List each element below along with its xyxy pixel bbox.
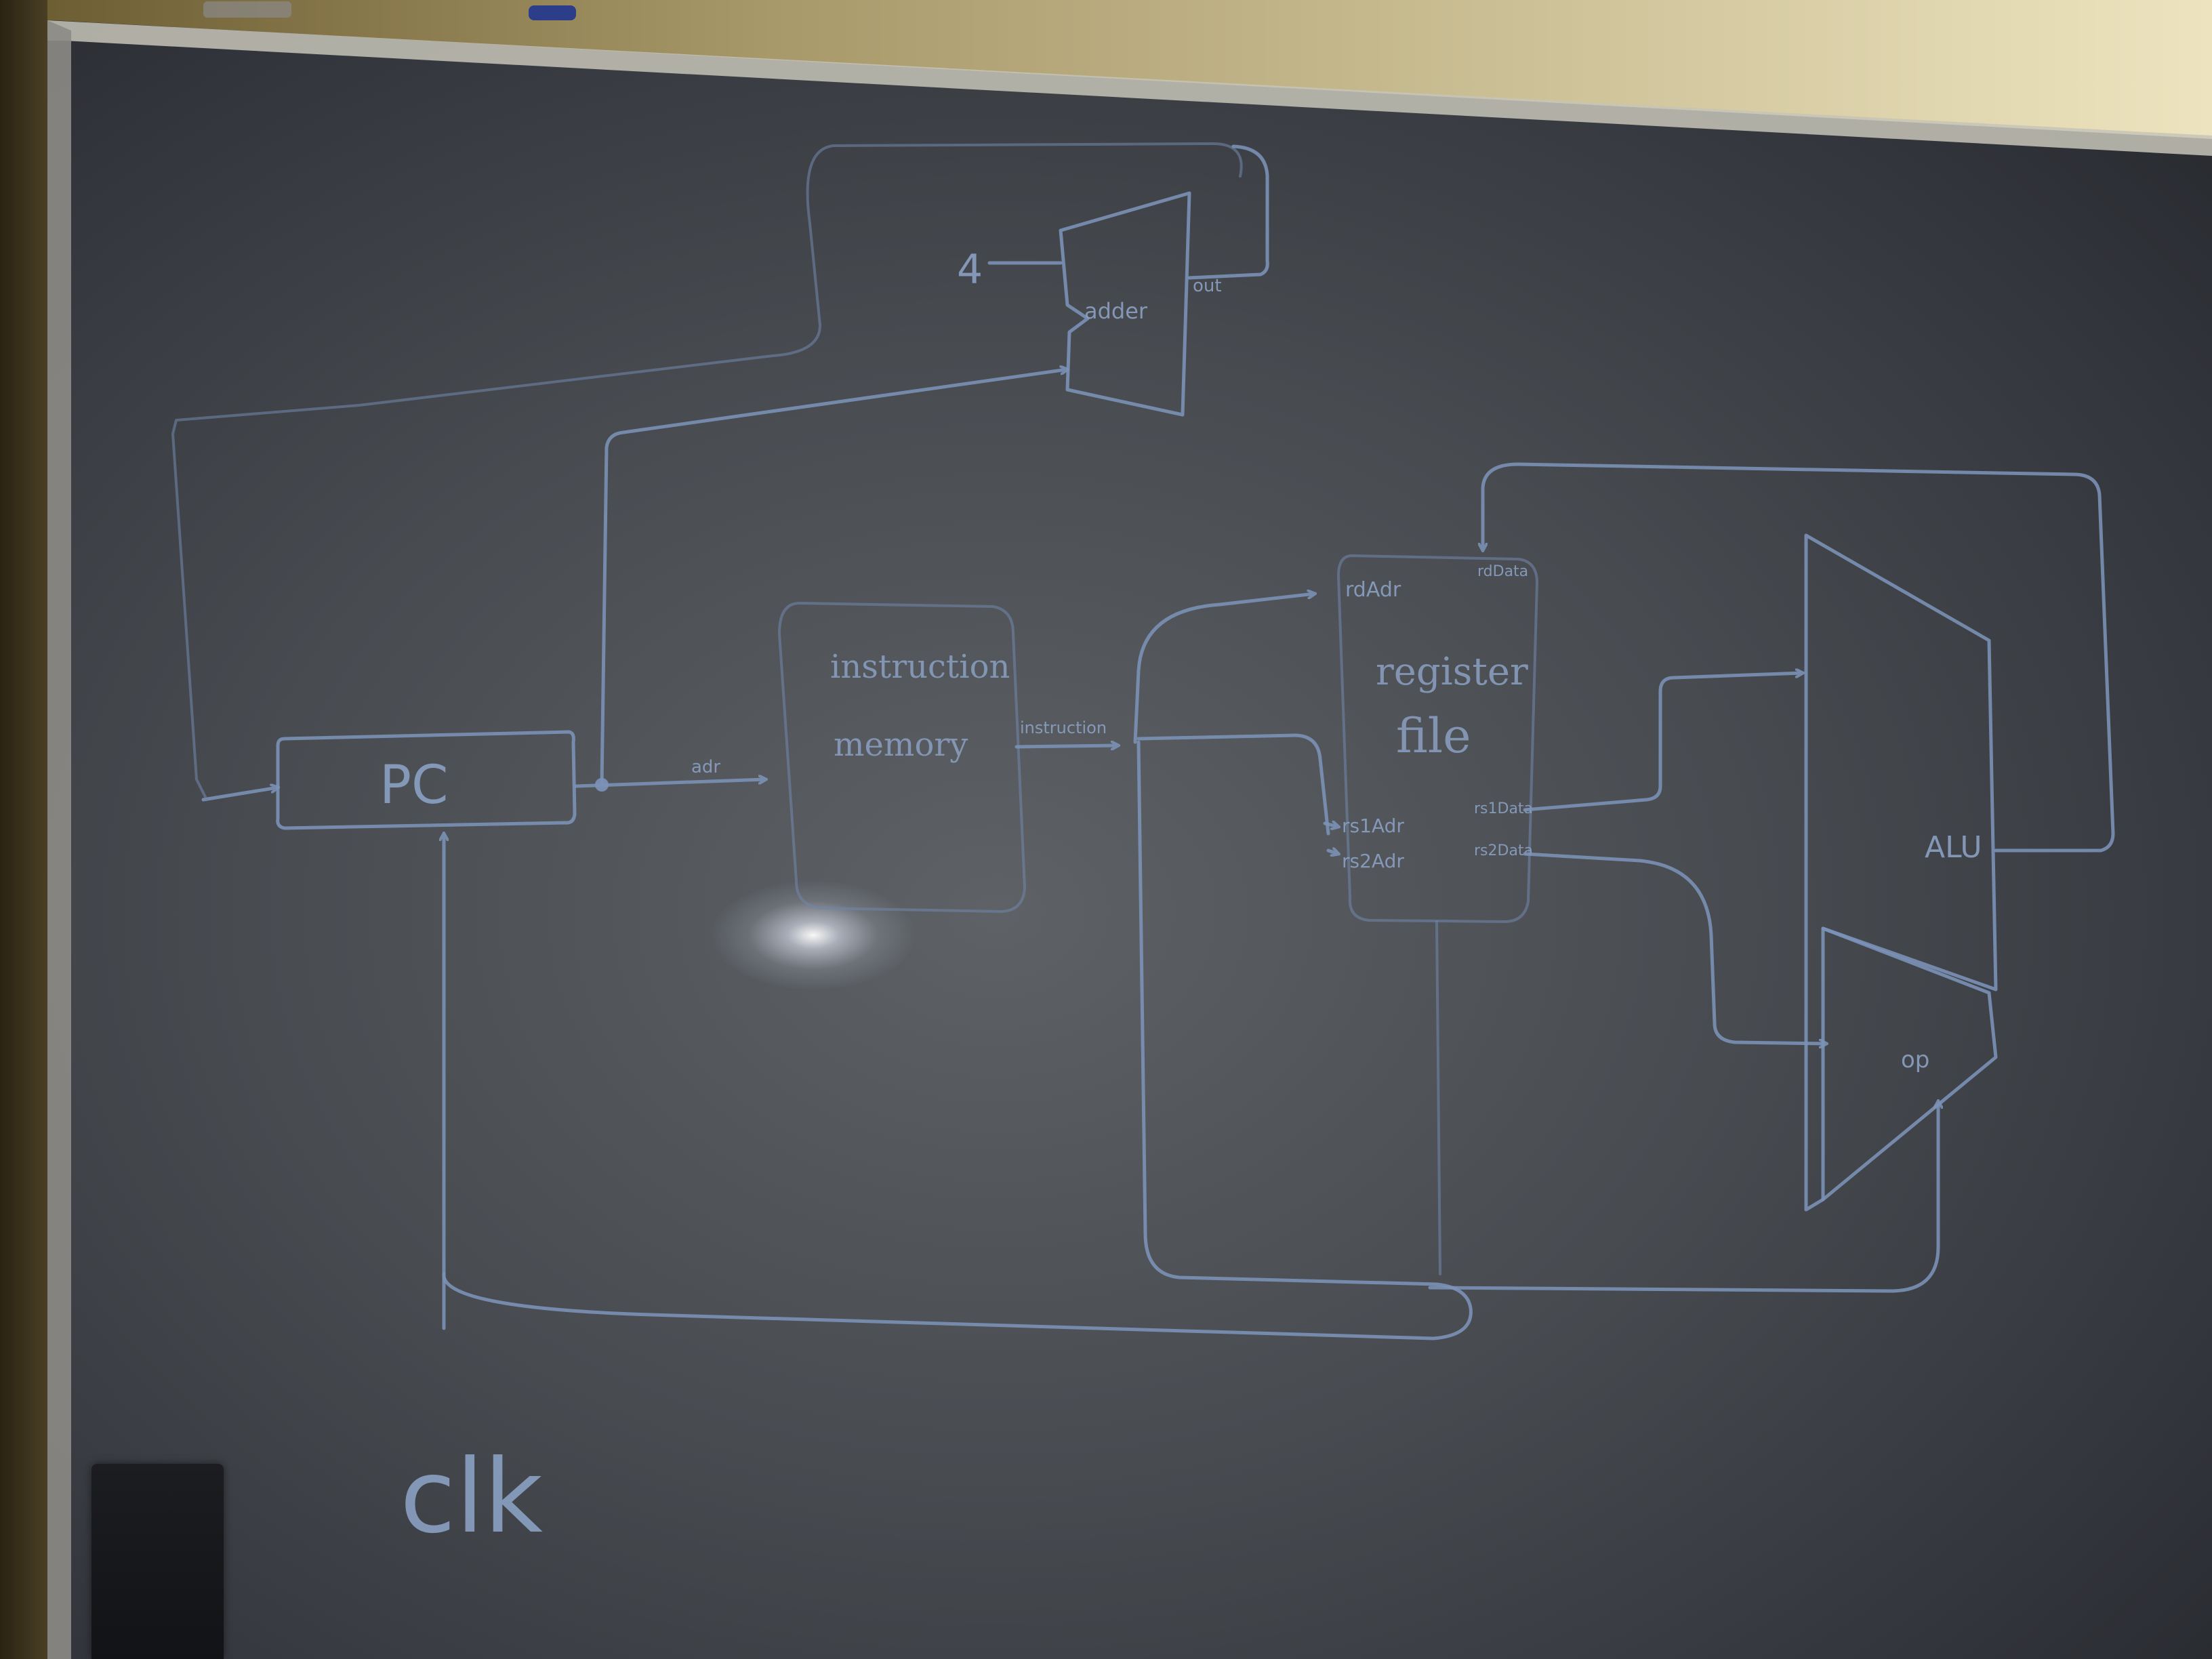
board-eraser — [91, 1464, 224, 1659]
wire-rf-down — [1435, 920, 1441, 1275]
wire-pc-to-adder — [600, 369, 1067, 787]
imem-label-line2: memory — [834, 726, 968, 764]
alu-unit: ALU op — [1804, 533, 1998, 1212]
alu-label: ALU — [1925, 830, 1982, 865]
wall-left — [0, 0, 47, 1659]
rd-data-label: rdData — [1477, 563, 1528, 580]
rs2-data-label: rs2Data — [1474, 842, 1533, 859]
register-file: register file rdAdr rdData rs1Adr rs2Adr… — [1337, 554, 1538, 923]
marker-body — [203, 1, 291, 18]
rs2-adr-label: rs2Adr — [1342, 850, 1404, 872]
wire-rs2 — [1326, 851, 1338, 854]
rs1-adr-label: rs1Adr — [1342, 815, 1404, 837]
wire-rs1 — [1323, 823, 1338, 827]
clk-label: clk — [400, 1438, 543, 1556]
adr-label: adr — [691, 757, 720, 777]
wall-top — [0, 0, 2212, 139]
board-frame-left — [47, 20, 71, 1659]
imem-label-line1: instruction — [830, 648, 1010, 686]
rf-label-line1: register — [1376, 650, 1528, 694]
adder-unit: adder — [1059, 191, 1191, 417]
wire-op-bus — [1428, 1101, 1938, 1293]
wire-feedback-left — [171, 142, 1243, 801]
rs1-data-label: rs1Data — [1474, 800, 1533, 817]
board-frame-top — [47, 20, 2212, 156]
rd-adr-label: rdAdr — [1345, 578, 1401, 602]
adder-label: adder — [1084, 298, 1148, 324]
wire-rs2data-to-alu — [1523, 852, 1826, 1044]
pc-register: PC — [276, 730, 577, 830]
instruction-memory: instruction memory — [778, 602, 1026, 913]
wire-to-rs-adrs — [1136, 733, 1330, 836]
wire-alu-writeback — [1483, 462, 2115, 853]
instruction-signal-label: instruction — [1020, 718, 1107, 737]
op-label: op — [1901, 1046, 1929, 1073]
flash-glare — [712, 881, 915, 989]
wire-adder-out — [1187, 144, 1269, 280]
four-label: 4 — [957, 246, 983, 293]
marker-cap — [529, 5, 576, 20]
wire-instruction-out — [1015, 745, 1118, 747]
wire-pc-input — [201, 787, 278, 802]
wire-instruction-to-op — [442, 740, 1473, 1340]
pc-label: PC — [380, 755, 449, 816]
adder-out-label: out — [1193, 276, 1222, 296]
wire-instruction-bus — [1133, 594, 1315, 744]
wire-rs1data-to-alu — [1523, 673, 1803, 812]
wire-pc-to-imem — [574, 779, 766, 788]
rf-label-line2: file — [1396, 708, 1471, 764]
